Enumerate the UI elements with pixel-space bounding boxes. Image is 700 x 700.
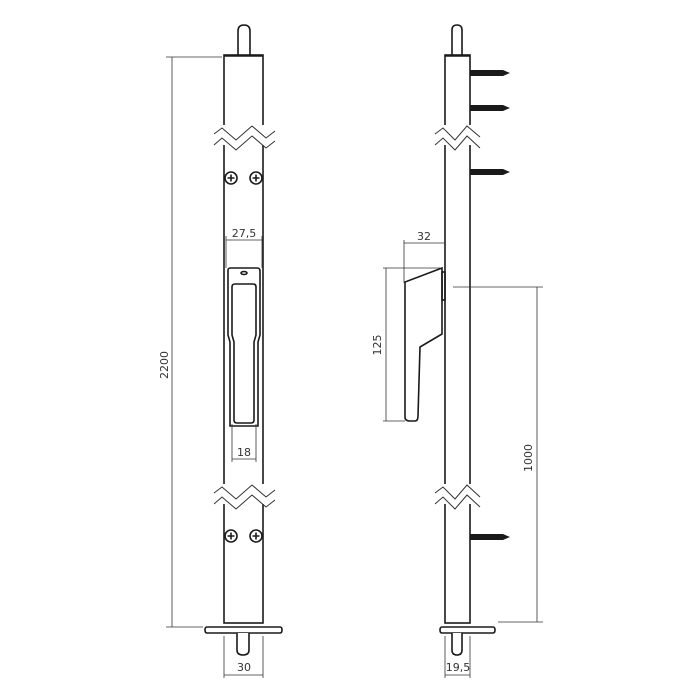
dimension-30: 30 <box>223 636 264 678</box>
screw-icon <box>249 171 263 185</box>
screw-icon <box>224 529 238 543</box>
dimension-1000: 1000 <box>453 286 543 623</box>
screw-icon <box>249 529 263 543</box>
break-mark-lower <box>434 484 482 510</box>
screw-icon <box>470 534 510 540</box>
dimension-125: 125 <box>371 267 440 422</box>
side-view <box>404 24 510 656</box>
break-mark-upper <box>212 125 276 151</box>
dimension-27-5: 27,5 <box>225 227 263 268</box>
floor-plate <box>204 626 283 634</box>
screw-icon <box>470 169 510 175</box>
handle-side <box>404 266 446 422</box>
dimension-label: 19,5 <box>446 661 471 674</box>
front-view <box>204 24 283 656</box>
dimension-19-5: 19,5 <box>444 636 471 678</box>
dimension-label: 32 <box>417 230 431 243</box>
bar-side <box>444 54 471 624</box>
top-pin <box>237 24 251 55</box>
handle-front <box>227 267 261 427</box>
dimension-label: 1000 <box>522 444 535 472</box>
bar-front-upper <box>223 54 264 624</box>
dimension-2200: 2200 <box>158 56 222 628</box>
dimension-18: 18 <box>231 424 257 462</box>
dimension-32: 32 <box>403 230 445 283</box>
bottom-pin <box>236 633 250 656</box>
break-mark-upper <box>434 125 482 151</box>
top-pin <box>451 24 463 55</box>
dimension-label: 27,5 <box>232 227 257 240</box>
break-mark-lower <box>212 484 276 510</box>
dimension-label: 2200 <box>158 351 171 379</box>
dimension-label: 125 <box>371 335 384 356</box>
dimension-label: 30 <box>237 661 251 674</box>
dimension-label: 18 <box>237 446 251 459</box>
screw-icon <box>470 70 510 76</box>
screw-icon <box>470 105 510 111</box>
bottom-pin <box>451 633 463 656</box>
floor-plate <box>439 626 496 634</box>
screw-icon <box>224 171 238 185</box>
